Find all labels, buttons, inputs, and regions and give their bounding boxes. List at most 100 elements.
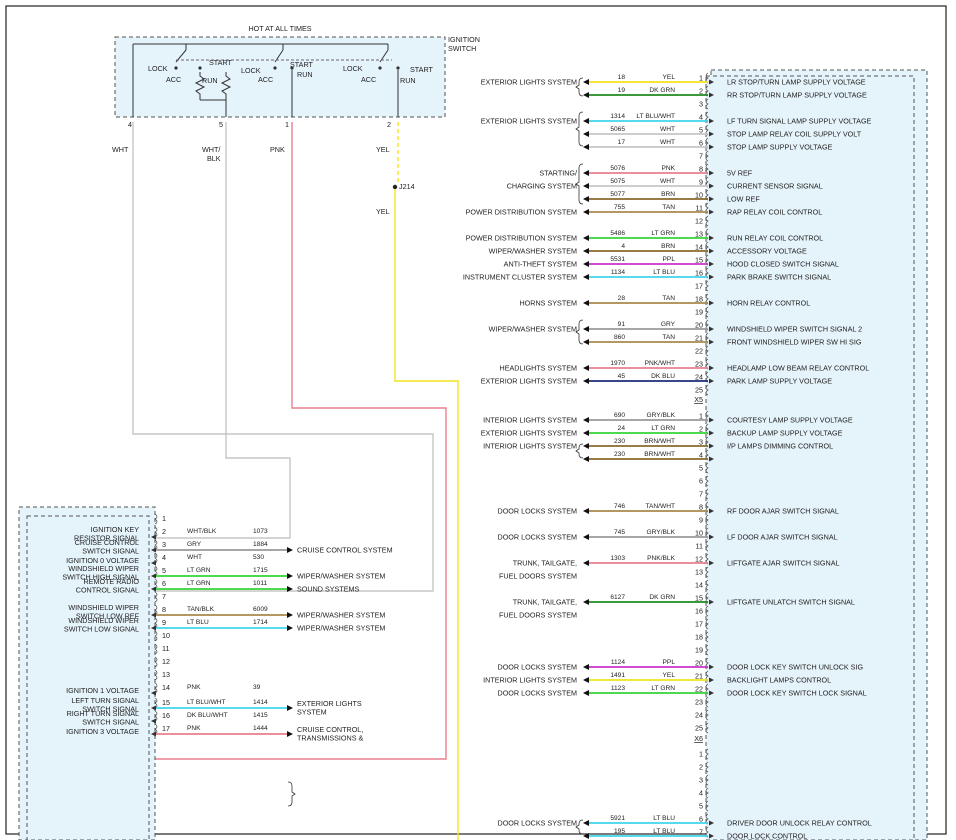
arrow-icon (709, 235, 714, 241)
pin-number: 6 (699, 815, 703, 824)
pin-number: 8 (699, 503, 703, 512)
wire-color-label: TAN (662, 295, 675, 302)
left-pin-number: 15 (162, 698, 170, 707)
connector-row: 3 (699, 774, 709, 786)
ign-pin-1: 1 (285, 120, 289, 129)
pos-start-3: START (410, 65, 434, 74)
wire-color-label: PNK (661, 165, 675, 172)
arrow-icon (709, 209, 714, 215)
system-label: EXTERIOR LIGHTS SYSTEM (481, 78, 577, 87)
pin-number: 21 (695, 672, 703, 681)
system-label: DOOR LOCKS SYSTEM (498, 507, 577, 516)
wire-color-label: BRN (661, 243, 675, 250)
arrow-icon (583, 144, 589, 150)
arrow-icon (709, 118, 714, 124)
connector-row: 22 (695, 345, 709, 357)
wire-color-label: DK GRN (649, 87, 675, 94)
wire-color-label: LT BLU (653, 828, 675, 835)
left-dest-label: WIPER/WASHER SYSTEM (297, 572, 385, 581)
wire-color-label: LT BLU (653, 815, 675, 822)
left-wire-color: LT GRN (187, 580, 211, 587)
arrow-icon (151, 731, 156, 737)
pin-number: 20 (695, 321, 703, 330)
wire-color-label: PPL (663, 256, 676, 263)
arrow-icon (583, 365, 589, 371)
signal-label: STOP LAMP SUPPLY VOLTAGE (727, 143, 833, 152)
signal-label: RUN RELAY COIL CONTROL (727, 234, 823, 243)
signal-label: RAP RELAY COIL CONTROL (727, 208, 822, 217)
left-circuit-number: 1714 (253, 619, 268, 626)
pin-number: 23 (695, 360, 703, 369)
system-label: DOOR LOCKS SYSTEM (498, 819, 577, 828)
arrow-icon (583, 664, 589, 670)
connector-row: 6 (699, 475, 709, 487)
signal-label: DRIVER DOOR UNLOCK RELAY CONTROL (727, 819, 872, 828)
arrow-icon (287, 612, 293, 618)
arrow-icon (583, 833, 589, 839)
arrow-icon (709, 508, 714, 514)
arrow-icon (709, 833, 714, 839)
arrow-icon (709, 300, 714, 306)
pin-number: 1 (699, 750, 703, 759)
wire-color-label: TAN/WHT (645, 503, 675, 510)
wire-color-label: WHT (660, 178, 675, 185)
arrow-icon (709, 443, 714, 449)
connector-row: 23 (695, 696, 709, 708)
group-brace (575, 819, 584, 835)
signal-label: ACCESSORY VOLTAGE (727, 247, 807, 256)
left-pin-number: 1 (162, 514, 166, 523)
connector-row: 19 (695, 306, 709, 318)
arrow-icon (583, 339, 589, 345)
pin-number: 22 (695, 685, 703, 694)
circuit-number: 1303 (610, 555, 625, 562)
pin-number: 7 (699, 152, 703, 161)
system-label: EXTERIOR LIGHTS SYSTEM (481, 377, 577, 386)
left-dest-label: CRUISE CONTROL SYSTEM (297, 546, 393, 555)
left-signal-label: IGNITION 3 VOLTAGE (66, 727, 139, 736)
wire-color-label: YEL (663, 672, 676, 679)
system-label: DOOR LOCKS SYSTEM (498, 533, 577, 542)
pin-number: 7 (699, 490, 703, 499)
signal-label: LIFTGATE UNLATCH SWITCH SIGNAL (727, 598, 855, 607)
wire-wht-blk-1073 (155, 122, 291, 539)
circuit-number: 5921 (610, 815, 625, 822)
connector-row: 3 (699, 98, 709, 110)
splice-j214: J214 (399, 182, 415, 191)
pin-number: 1 (699, 412, 703, 421)
pos-lock-1: LOCK (148, 64, 168, 73)
signal-label: PARK LAMP SUPPLY VOLTAGE (727, 377, 832, 386)
left-dest-label: WIPER/WASHER SYSTEM (297, 611, 385, 620)
left-pin-number: 7 (162, 592, 166, 601)
wire-color-label: PNK/WHT (645, 360, 675, 367)
wire-color-label: LT GRN (651, 425, 675, 432)
pin-number: 12 (695, 217, 703, 226)
pin-number: 25 (695, 386, 703, 395)
signal-label: LOW REF (727, 195, 760, 204)
circuit-number: 1134 (611, 269, 626, 276)
system-label: FUEL DOORS SYSTEM (499, 572, 577, 581)
pin-number: 19 (695, 646, 703, 655)
wire-color-yel-1: YEL (376, 145, 390, 154)
system-label: TRUNK, TAILGATE, (513, 598, 577, 607)
circuit-number: 1491 (610, 672, 625, 679)
arrow-icon (709, 92, 714, 98)
